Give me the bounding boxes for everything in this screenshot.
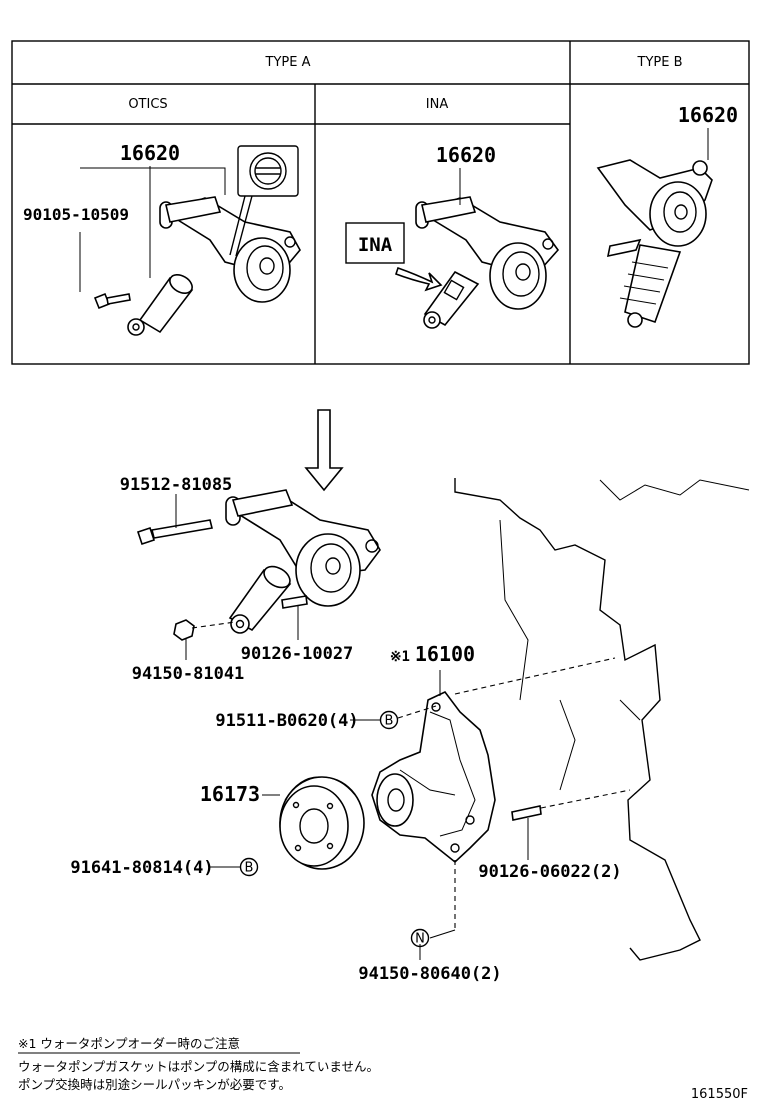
type-table bbox=[11, 40, 750, 365]
engine-block-outline bbox=[454, 478, 750, 961]
label-pulley: 16173 bbox=[200, 782, 260, 806]
circle-n-marker bbox=[410, 928, 430, 948]
ina-tag: INA bbox=[358, 234, 393, 256]
diagram-code: 161550F bbox=[691, 1087, 748, 1102]
label-bolt-pulley: 91641-80814(4) bbox=[70, 858, 213, 878]
label-nut-pump: 94150-80640(2) bbox=[358, 964, 501, 984]
note-title: ※1 ウォータポンプオーダー時のご注意 bbox=[18, 1036, 240, 1051]
label-nut-tensioner: 94150-81041 bbox=[132, 664, 245, 684]
label-stud-pump: 90126-06022(2) bbox=[478, 862, 621, 882]
ina-part-number: 16620 bbox=[436, 143, 496, 167]
header-otics: OTICS bbox=[128, 97, 167, 112]
circle-b-letter-2: B bbox=[245, 861, 254, 876]
circle-b-marker bbox=[379, 710, 399, 730]
main-tensioner-drawing bbox=[136, 489, 381, 660]
header-ina: INA bbox=[426, 97, 449, 112]
circle-b-marker-2 bbox=[239, 857, 259, 877]
ina-tensioner-drawing bbox=[345, 168, 560, 329]
circle-n-letter: N bbox=[415, 932, 425, 947]
down-arrow-icon bbox=[304, 409, 344, 492]
label-bolt-long: 91512-81085 bbox=[120, 475, 233, 495]
type-b-part-number: 16620 bbox=[678, 103, 738, 127]
label-pump-prefix: ※1 bbox=[390, 649, 410, 665]
note-line-2: ポンプ交換時は別途シールパッキンが必要です。 bbox=[18, 1077, 291, 1092]
label-bolt-pump: 91511-B0620(4) bbox=[215, 711, 358, 731]
header-type-b: TYPE B bbox=[637, 55, 683, 70]
header-type-a: TYPE A bbox=[265, 55, 311, 70]
type-b-tensioner-drawing bbox=[596, 128, 713, 328]
circle-b-letter: B bbox=[385, 714, 394, 729]
otics-bolt-number: 90105-10509 bbox=[23, 205, 129, 224]
otics-part-number: 16620 bbox=[120, 141, 180, 165]
water-pump-drawing bbox=[371, 657, 631, 960]
pulley-drawing bbox=[262, 776, 365, 870]
otics-tensioner-drawing bbox=[79, 145, 301, 336]
label-pump: 16100 bbox=[415, 642, 475, 666]
note-line-1: ウォータポンプガスケットはポンプの構成に含まれていません。 bbox=[18, 1059, 379, 1074]
label-stud-tensioner: 90126-10027 bbox=[241, 644, 354, 664]
